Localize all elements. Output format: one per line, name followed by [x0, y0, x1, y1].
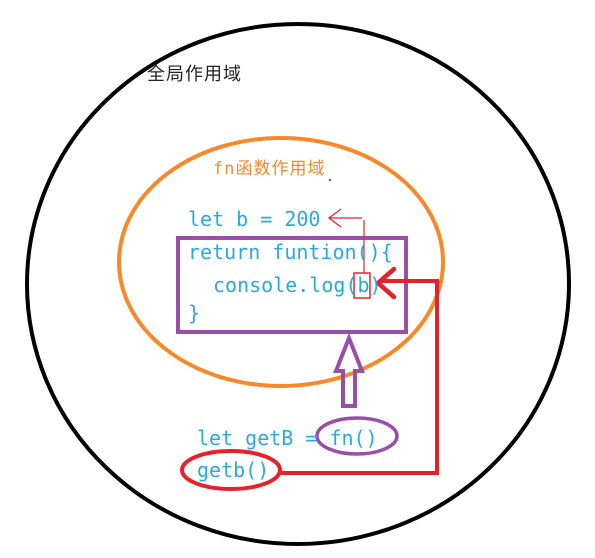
- global-scope-label: 全局作用域: [147, 64, 242, 85]
- stray-dot: [329, 179, 331, 181]
- fn-scope-ellipse: [117, 136, 445, 388]
- code-closing-brace: }: [188, 301, 201, 325]
- variable-b-highlight: [353, 272, 371, 299]
- code-return-function: return funtion(){: [188, 240, 393, 264]
- hollow-up-arrow: [333, 332, 365, 408]
- code-console-log: console.log(b): [213, 273, 382, 297]
- closure-function-box: [176, 236, 408, 334]
- code-let-getb: let getB = fn(): [197, 426, 378, 450]
- getb-call-ellipse: [180, 449, 282, 491]
- code-let-b: let b = 200: [188, 207, 321, 231]
- reference-arrowhead: [375, 266, 397, 300]
- declaration-arrowhead: [328, 208, 342, 228]
- code-call-getb: getb(): [197, 458, 270, 482]
- reference-path: [281, 279, 439, 475]
- global-scope-circle: [25, 22, 571, 546]
- fn-scope-label: fn函数作用域: [213, 159, 326, 179]
- fn-call-ellipse: [315, 416, 399, 456]
